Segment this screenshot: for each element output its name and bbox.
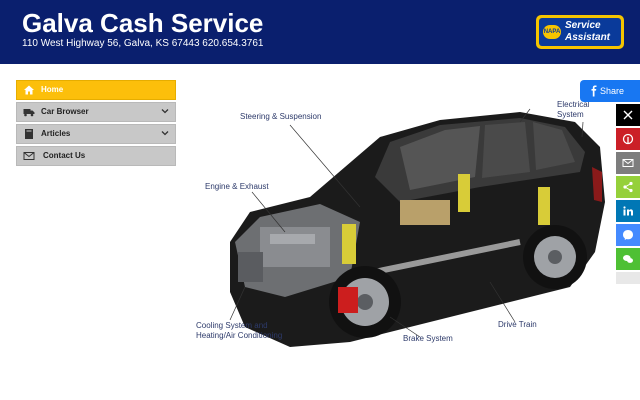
messenger-icon xyxy=(623,230,633,240)
label-drive-train: Drive Train xyxy=(498,320,537,329)
home-icon xyxy=(24,85,34,95)
x-icon xyxy=(623,110,633,120)
nav-item-articles[interactable]: Articles xyxy=(16,124,176,144)
facebook-share-button[interactable]: Share xyxy=(580,80,640,102)
nav-label-home: Home xyxy=(41,85,64,94)
nav-item-home[interactable]: Home xyxy=(16,80,176,100)
napa-logo: NAPA xyxy=(543,25,561,39)
nav-label-car-browser: Car Browser xyxy=(41,107,89,116)
napa-service-assistant-badge[interactable]: NAPA Service Assistant xyxy=(536,15,624,49)
share-label: Share xyxy=(600,86,625,96)
site-title[interactable]: Galva Cash Service xyxy=(22,8,264,38)
book-icon xyxy=(25,129,33,139)
nav-item-car-browser[interactable]: Car Browser xyxy=(16,102,176,122)
label-cooling-line-1: Cooling System and xyxy=(196,321,268,330)
label-electrical-line-2: System xyxy=(557,110,584,119)
car-cutaway-illustration xyxy=(229,108,605,347)
share-more-button[interactable] xyxy=(616,272,640,284)
nav-item-contact-us[interactable]: Contact Us xyxy=(16,146,176,166)
chevron-down-icon[interactable] xyxy=(161,129,169,137)
badge-inner: NAPA Service Assistant xyxy=(539,18,621,46)
linkedin-share-button[interactable] xyxy=(616,200,640,222)
label-brake-system: Brake System xyxy=(403,334,453,343)
email-share-button[interactable] xyxy=(616,152,640,174)
pinterest-icon xyxy=(622,133,634,145)
wechat-icon xyxy=(623,255,633,263)
x-share-button[interactable] xyxy=(616,104,640,126)
truck-icon xyxy=(23,109,35,117)
badge-line-1: Service xyxy=(565,20,601,31)
envelope-icon xyxy=(23,152,35,160)
nav-label-articles: Articles xyxy=(41,129,71,138)
label-electrical-line-1: Electrical xyxy=(557,100,590,109)
messenger-share-button[interactable] xyxy=(616,224,640,246)
nav-label-contact-us: Contact Us xyxy=(43,151,86,160)
label-cooling-line-2: Heating/Air Conditioning xyxy=(196,331,283,340)
email-icon xyxy=(622,159,634,167)
pinterest-share-button[interactable] xyxy=(616,128,640,150)
facebook-icon xyxy=(591,85,597,97)
label-steering-suspension: Steering & Suspension xyxy=(240,112,322,121)
sharethis-icon xyxy=(623,181,633,193)
site-address: 110 West Highway 56, Galva, KS 67443 620… xyxy=(22,38,264,49)
sidebar-nav: Home Car Browser Articles Contact Us xyxy=(16,80,176,168)
site-header: Galva Cash Service 110 West Highway 56, … xyxy=(0,0,640,64)
chevron-down-icon[interactable] xyxy=(161,107,169,115)
badge-line-2: Assistant xyxy=(565,32,611,43)
wechat-share-button[interactable] xyxy=(616,248,640,270)
linkedin-icon xyxy=(623,206,633,216)
sharethis-share-button[interactable] xyxy=(616,176,640,198)
vehicle-systems-diagram: Electrical System Steering & Suspension … xyxy=(190,92,610,392)
label-engine-exhaust: Engine & Exhaust xyxy=(205,182,269,191)
